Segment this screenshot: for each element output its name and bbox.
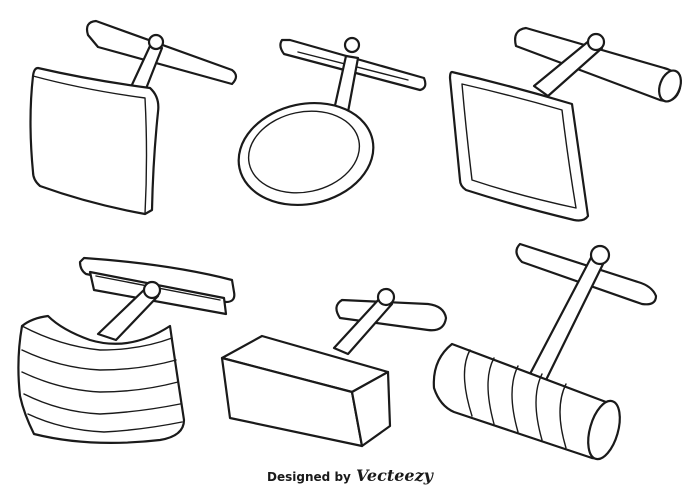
curved-striped-cufflink [17,256,236,444]
credit-prefix: Designed by [267,470,351,484]
square-cufflink [29,19,238,216]
brand-name: Vecteezy [355,466,433,485]
rectangular-bar-cufflink [220,287,448,448]
credit-line: Designed by Vecteezy [0,466,700,485]
square-frame-cufflink [448,26,682,222]
round-cufflink [237,36,427,207]
cylinder-striped-cufflink [432,242,658,461]
